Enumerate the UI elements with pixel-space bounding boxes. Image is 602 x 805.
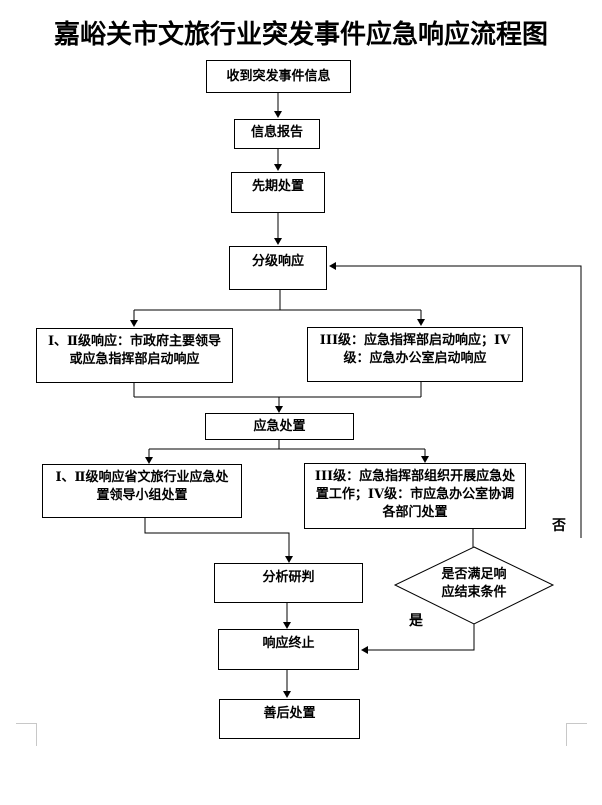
node-analysis: 分析研判 [214,563,363,603]
node-analysis-label: 分析研判 [262,570,315,585]
node-level34-handling-label: III级：应急指挥部组织开展应急处置工作；IV级：市应急办公室协调各部门处置 [314,469,516,520]
node-level34-handling: III级：应急指挥部组织开展应急处置工作；IV级：市应急办公室协调各部门处置 [304,463,526,529]
node-level12-handling-label: Ⅰ、Ⅱ级响应省文旅行业应急处置领导小组处置 [55,470,229,503]
node-level34-response: III级：应急指挥部启动响应；IV级：应急办公室启动响应 [307,327,523,382]
node-aftermath-label: 善后处置 [263,706,316,721]
node-emergency-handling: 应急处置 [205,413,354,440]
node-level12-handling: Ⅰ、Ⅱ级响应省文旅行业应急处置领导小组处置 [42,464,242,518]
node-info-report-label: 信息报告 [250,125,303,140]
edge-label-no: 否 [552,518,566,534]
node-emergency-handling-label: 应急处置 [253,419,306,434]
node-level12-response: Ⅰ、Ⅱ级响应：市政府主要领导或应急指挥部启动响应 [36,328,233,383]
loop-no-line [329,262,582,538]
page-corner-mark-right [566,723,587,746]
node-receive-info: 收到突发事件信息 [206,60,351,93]
line-decision-no [545,538,581,585]
node-graded-response: 分级响应 [229,246,327,290]
decision-label: 是否满足响应结束条件 [441,567,507,600]
decision-diamond [393,546,555,625]
node-initial-handling: 先期处置 [231,172,325,213]
node-receive-info-label: 收到突发事件信息 [226,69,331,84]
node-info-report: 信息报告 [234,119,320,149]
node-terminate-response-label: 响应终止 [262,636,315,651]
arrow-level12-to-analysis [144,517,293,563]
node-aftermath: 善后处置 [219,699,360,739]
edge-label-yes: 是 [409,613,423,629]
node-level34-response-label: III级：应急指挥部启动响应；IV级：应急办公室启动响应 [319,333,511,366]
page-title: 嘉峪关市文旅行业突发事件应急响应流程图 [53,20,548,50]
page-corner-mark-left [16,723,37,746]
node-initial-handling-label: 先期处置 [251,179,304,194]
node-graded-response-label: 分级响应 [251,254,304,269]
arrow-decision-yes [361,624,475,654]
node-level12-response-label: Ⅰ、Ⅱ级响应：市政府主要领导或应急指挥部启动响应 [47,334,222,367]
node-terminate-response: 响应终止 [218,629,359,670]
